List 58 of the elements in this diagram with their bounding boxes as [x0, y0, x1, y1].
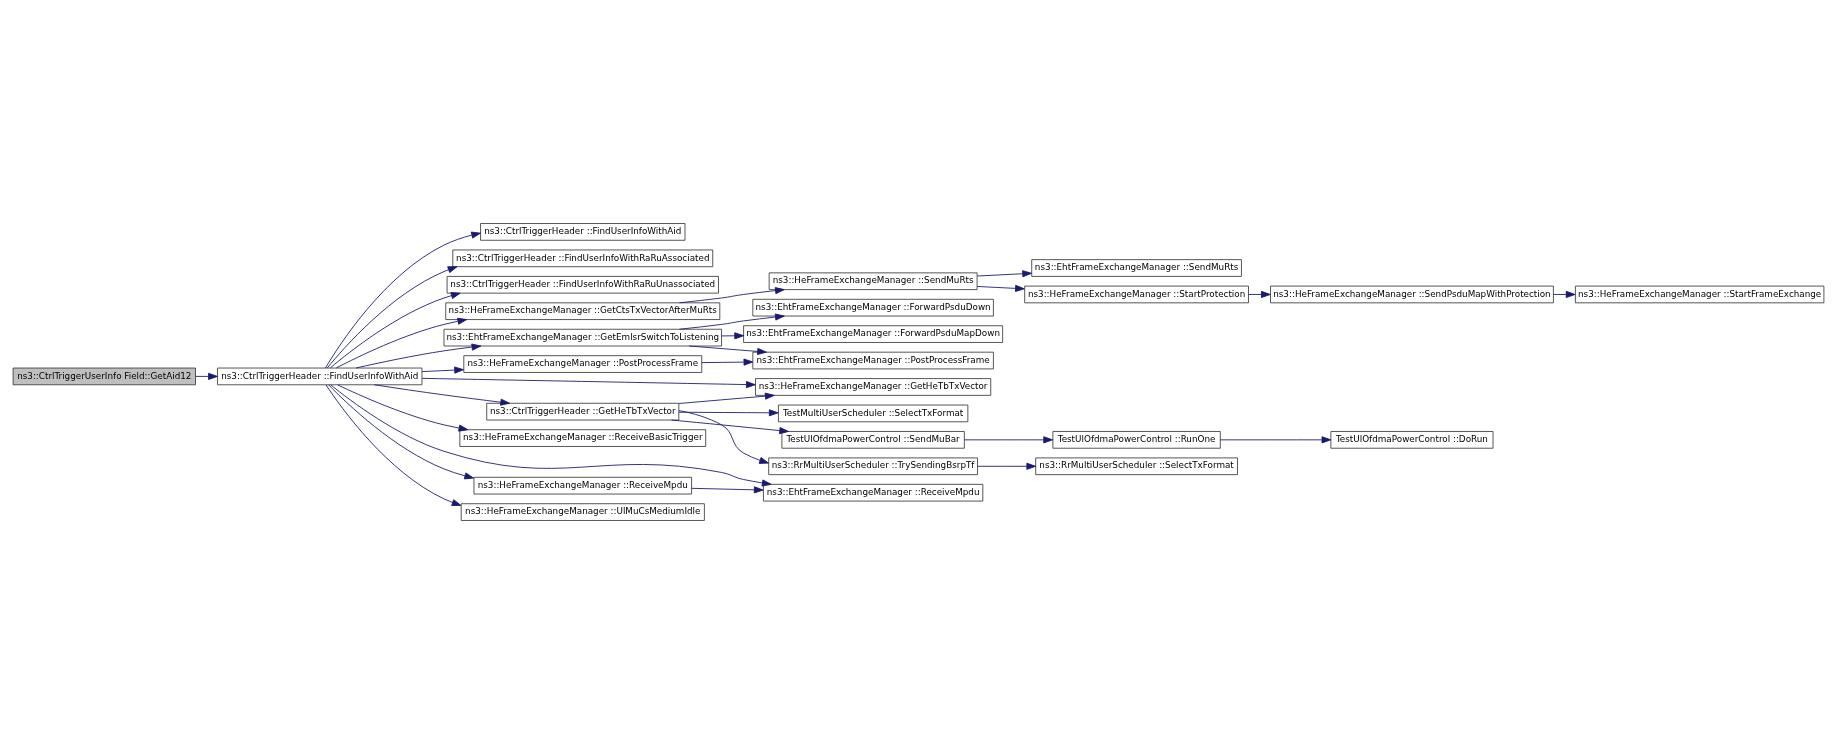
node-box: TestUlOfdmaPowerControl ::DoRun: [1330, 431, 1494, 449]
arrow: [679, 313, 785, 330]
arrow: [701, 358, 754, 366]
arrow: [329, 292, 461, 369]
node-box: ns3::EhtFrameExchangeManager ::ForwardPsduDown: [752, 298, 994, 317]
node-box: ns3::EhtFrameExchangeManager ::PostProcessFrame: [752, 351, 994, 370]
arrow: [678, 409, 779, 417]
arrow: [691, 486, 764, 494]
arrow: [1248, 290, 1271, 298]
arrow: [977, 462, 1037, 470]
arrow: [195, 372, 218, 380]
node-box: ns3::CtrlTriggerUserInfo Field::GetAid12: [12, 367, 196, 386]
arrow: [671, 419, 789, 435]
arrow: [688, 345, 767, 355]
node-box: ns3::EhtFrameExchangeManager ::ForwardPsduMapDown: [743, 325, 1004, 343]
arrow: [421, 366, 464, 374]
arrow: [326, 266, 458, 369]
node-box: TestUlOfdmaPowerControl ::RunOne: [1052, 431, 1221, 449]
node-box: ns3::HeFrameExchangeManager ::ReceiveMpdu: [473, 476, 693, 495]
node-box: ns3::CtrlTriggerHeader ::GetHeTbTxVector: [486, 402, 680, 421]
node-box: ns3::RrMultiUserScheduler ::SelectTxFormat: [1035, 457, 1238, 476]
arrow: [721, 332, 744, 340]
arrow: [976, 284, 1025, 292]
arrow: [678, 392, 775, 404]
arrow: [325, 231, 481, 369]
arrow: [976, 270, 1032, 278]
node-box: ns3::HeFrameExchangeManager ::StartFrameExchange: [1574, 285, 1825, 304]
arrow: [325, 384, 462, 506]
node-box: ns3::HeFrameExchangeManager ::UlMuCsMediumIdle: [460, 503, 705, 521]
node-box: ns3::CtrlTriggerHeader ::FindUserInfoWithRaRuUnassociated: [446, 275, 719, 294]
arrow: [373, 384, 510, 406]
node-box: ns3::CtrlTriggerHeader ::FindUserInfoWithRaRuAssociated: [452, 249, 714, 268]
node-box: ns3::EhtFrameExchangeManager ::ReceiveMpdu: [762, 483, 984, 502]
node-box: TestUlOfdmaPowerControl ::SendMuBar: [781, 431, 965, 449]
node-box: ns3::HeFrameExchangeManager ::PostProcessFrame: [463, 355, 703, 373]
node-box: ns3::HeFrameExchangeManager ::SendPsduMapWithProtection: [1270, 285, 1554, 304]
node-box: ns3::RrMultiUserScheduler ::TrySendingBsrpTf: [768, 457, 978, 476]
arrow: [1552, 290, 1576, 298]
node-box: ns3::HeFrameExchangeManager ::GetHeTbTxVector: [755, 378, 992, 396]
arrow: [678, 410, 769, 464]
node-box: TestMultiUserScheduler ::SelectTxFormat: [777, 404, 969, 423]
node-box: ns3::HeFrameExchangeManager ::ReceiveBasicTrigger: [459, 429, 707, 447]
arrow: [355, 343, 482, 369]
arrow: [964, 436, 1053, 444]
node-box: ns3::CtrlTriggerHeader ::FindUserInfoWithAid: [217, 367, 423, 386]
arrow: [328, 384, 475, 480]
arrow: [337, 384, 469, 432]
node-box: ns3::CtrlTriggerHeader ::FindUserInfoWithAid: [480, 223, 686, 241]
arrow: [1219, 436, 1332, 444]
arrow: [330, 384, 772, 487]
node-box: ns3::HeFrameExchangeManager ::SendMuRts: [768, 272, 978, 291]
node-box: ns3::EhtFrameExchangeManager ::GetEmlsrSwitchToListening: [443, 328, 722, 347]
node-box: ns3::EhtFrameExchangeManager ::SendMuRts: [1031, 259, 1242, 277]
arrow: [679, 287, 785, 304]
node-box: ns3::HeFrameExchangeManager ::StartProtection: [1024, 285, 1249, 304]
node-box: ns3::HeFrameExchangeManager ::GetCtsTxVectorAfterMuRts: [445, 302, 721, 320]
arrow: [336, 317, 468, 369]
arrow: [421, 377, 756, 389]
